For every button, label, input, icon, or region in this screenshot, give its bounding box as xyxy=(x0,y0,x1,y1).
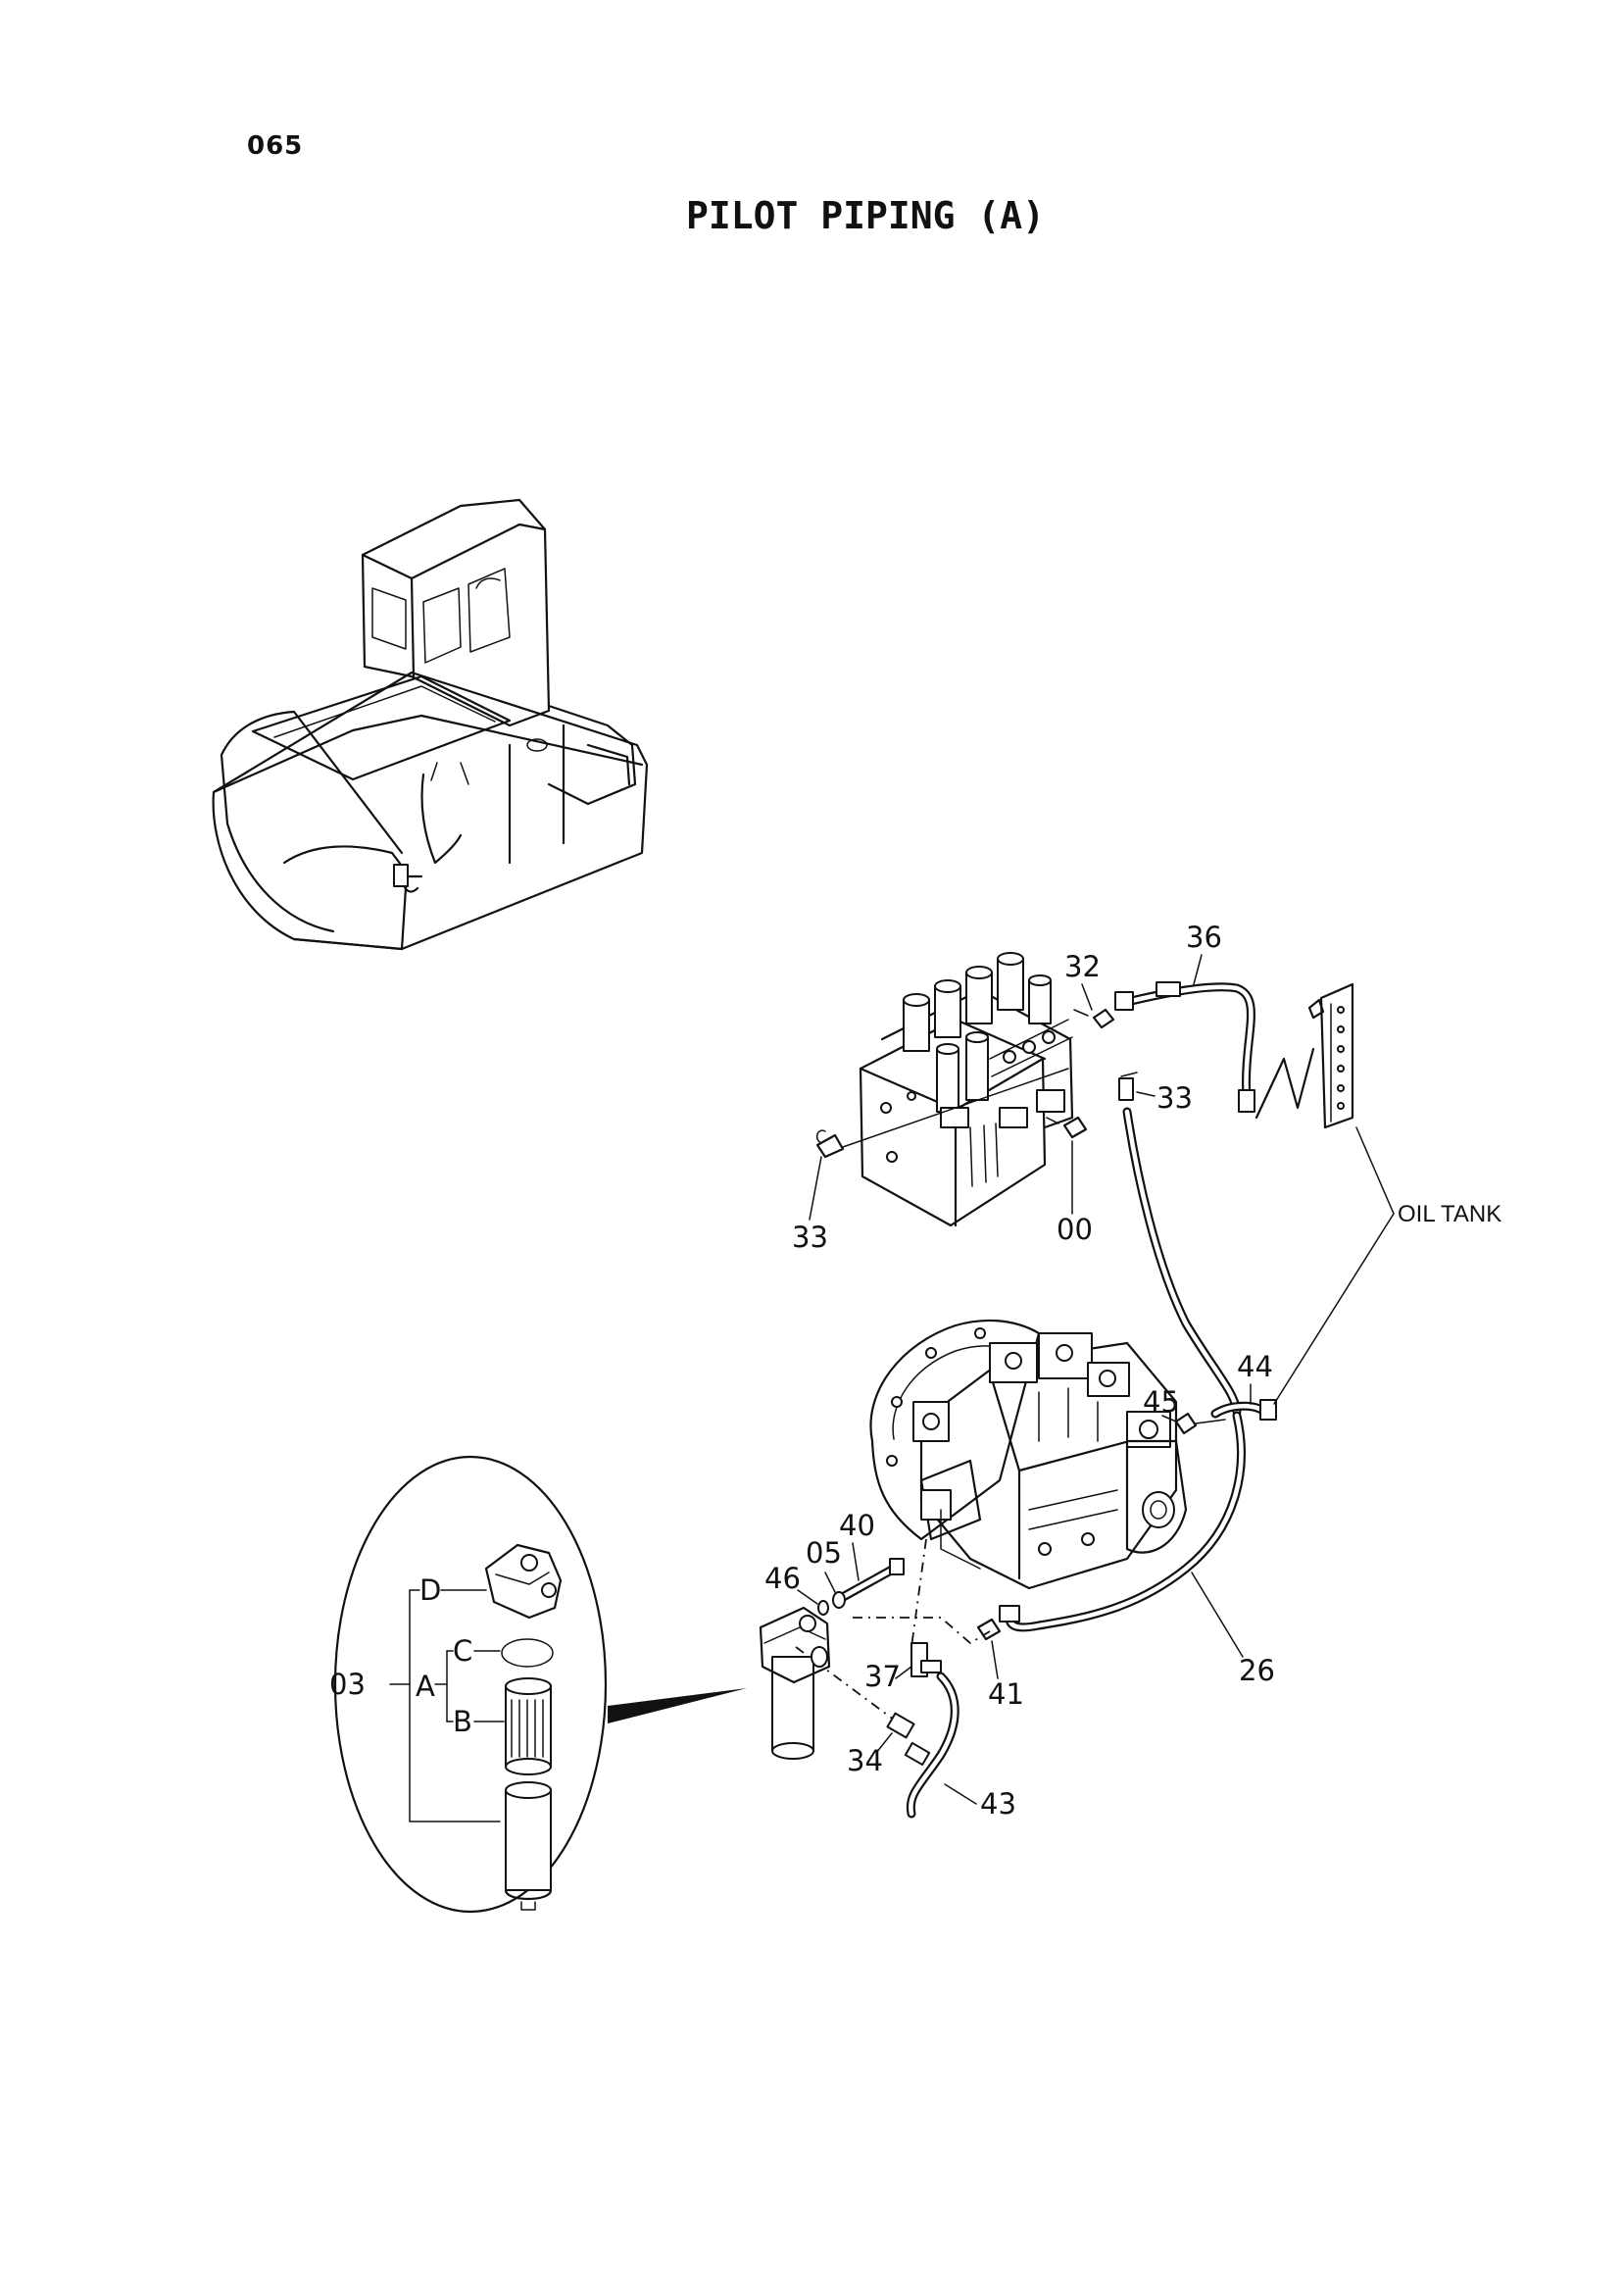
callout-40: 40 xyxy=(839,1509,875,1542)
callout-41: 41 xyxy=(988,1677,1024,1711)
callout-05: 05 xyxy=(806,1536,842,1570)
control-valve-illustration xyxy=(859,952,1074,1227)
fitting-00 xyxy=(1046,1116,1088,1139)
bolt-40 xyxy=(839,1558,905,1602)
callout-46: 46 xyxy=(764,1562,801,1595)
centerline-34 xyxy=(795,1646,903,1726)
washer-05 xyxy=(832,1591,846,1609)
fitting-32 xyxy=(1073,1008,1115,1029)
callout-34: 34 xyxy=(847,1744,883,1777)
callout-26: 26 xyxy=(1239,1654,1275,1687)
callout-45: 45 xyxy=(1143,1385,1179,1419)
fitting-37 xyxy=(910,1642,942,1677)
filter-element-a: A xyxy=(416,1670,435,1703)
fitting-44 xyxy=(1210,1399,1277,1421)
callout-36: 36 xyxy=(1186,921,1222,954)
callout-44: 44 xyxy=(1237,1350,1273,1383)
filter-part-c: C xyxy=(453,1634,472,1668)
callout-43: 43 xyxy=(980,1787,1016,1821)
filter-part-b: B xyxy=(453,1705,472,1738)
filter-detail-inset xyxy=(333,1455,608,1914)
excavator-overview-illustration xyxy=(212,498,649,951)
callout-00: 00 xyxy=(1057,1213,1093,1246)
callout-33-left: 33 xyxy=(792,1221,828,1254)
hose-26 xyxy=(999,1411,1246,1632)
pilot-filter-assembly xyxy=(759,1606,831,1760)
callout-oil-tank: OIL TANK xyxy=(1398,1201,1501,1227)
hydraulic-pump-illustration xyxy=(869,1319,1188,1590)
fitting-45 xyxy=(1174,1412,1226,1435)
fitting-41 xyxy=(976,1618,1002,1641)
page-title: PILOT PIPING (A) xyxy=(686,194,1046,237)
page-number: 065 xyxy=(247,131,304,161)
detail-arrow xyxy=(608,1688,747,1723)
hose-36 xyxy=(1114,981,1255,1113)
washer-46 xyxy=(817,1600,829,1616)
centerline-41 xyxy=(853,1617,991,1645)
callout-32: 32 xyxy=(1064,950,1101,983)
fitting-33-right xyxy=(1118,1072,1138,1101)
oil-tank-plate xyxy=(1307,982,1354,1129)
filter-assembly-03: 03 xyxy=(329,1668,366,1701)
hose-43 xyxy=(906,1672,959,1819)
fitting-33-left xyxy=(815,1068,1069,1159)
centerline-37 xyxy=(910,1538,927,1648)
callout-labels: 32 36 33 33 00 OIL TANK 44 45 40 05 46 3… xyxy=(329,921,1501,1821)
callout-33-right: 33 xyxy=(1156,1081,1193,1115)
filter-part-d: D xyxy=(419,1573,441,1607)
hose-to-pump xyxy=(1122,1107,1242,1417)
fitting-34 xyxy=(886,1712,931,1767)
callout-37: 37 xyxy=(864,1660,901,1693)
tank-return-line xyxy=(1254,1047,1315,1120)
